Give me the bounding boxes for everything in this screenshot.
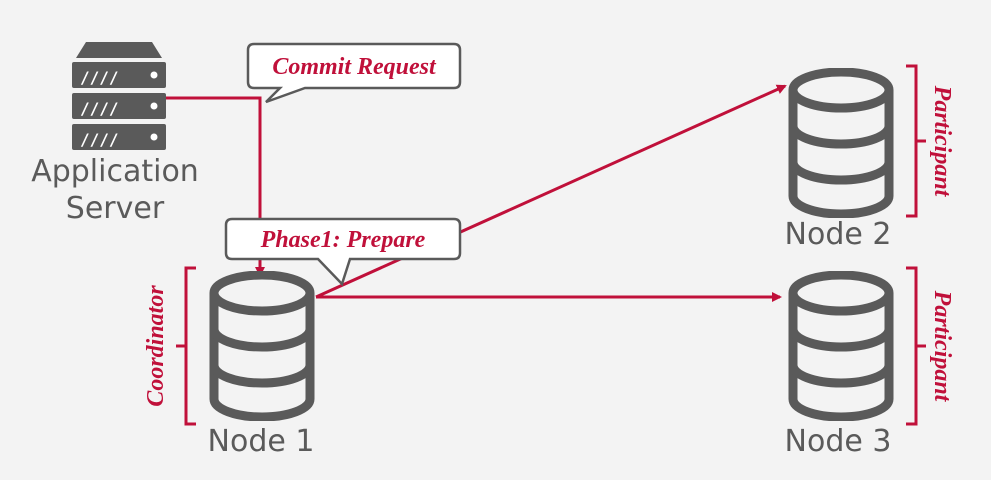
node1-label: Node 1 xyxy=(208,424,315,459)
node3-role-bracket xyxy=(906,266,926,426)
commit-request-callout: Commit Request xyxy=(246,42,462,104)
prepare-arrow-node2 xyxy=(315,84,787,299)
svg-text:////: //// xyxy=(80,130,119,149)
prepare-callout: Phase1: Prepare xyxy=(224,217,462,287)
node2-role-bracket xyxy=(906,64,926,218)
commit-request-text: Commit Request xyxy=(272,54,437,80)
node1-database-icon xyxy=(214,275,310,417)
node3-role-label: Participant xyxy=(929,290,955,403)
svg-text:////: //// xyxy=(80,68,119,87)
node3-database-icon xyxy=(793,275,889,417)
server-icon: //// //// //// xyxy=(72,42,166,150)
connectors xyxy=(163,84,787,302)
commit-request-arrow xyxy=(163,96,265,277)
server-label-line2: Server xyxy=(66,191,165,226)
prepare-text: Phase1: Prepare xyxy=(260,227,426,253)
server-label-line1: Application xyxy=(31,154,199,189)
node2-role-label: Participant xyxy=(929,85,955,198)
node2-database-icon xyxy=(793,72,889,214)
node1-role-label: Coordinator xyxy=(143,285,169,407)
node3-label: Node 3 xyxy=(785,424,892,459)
svg-text:////: //// xyxy=(80,99,119,118)
node1-role-bracket xyxy=(176,266,196,426)
node2-label: Node 2 xyxy=(785,217,892,252)
